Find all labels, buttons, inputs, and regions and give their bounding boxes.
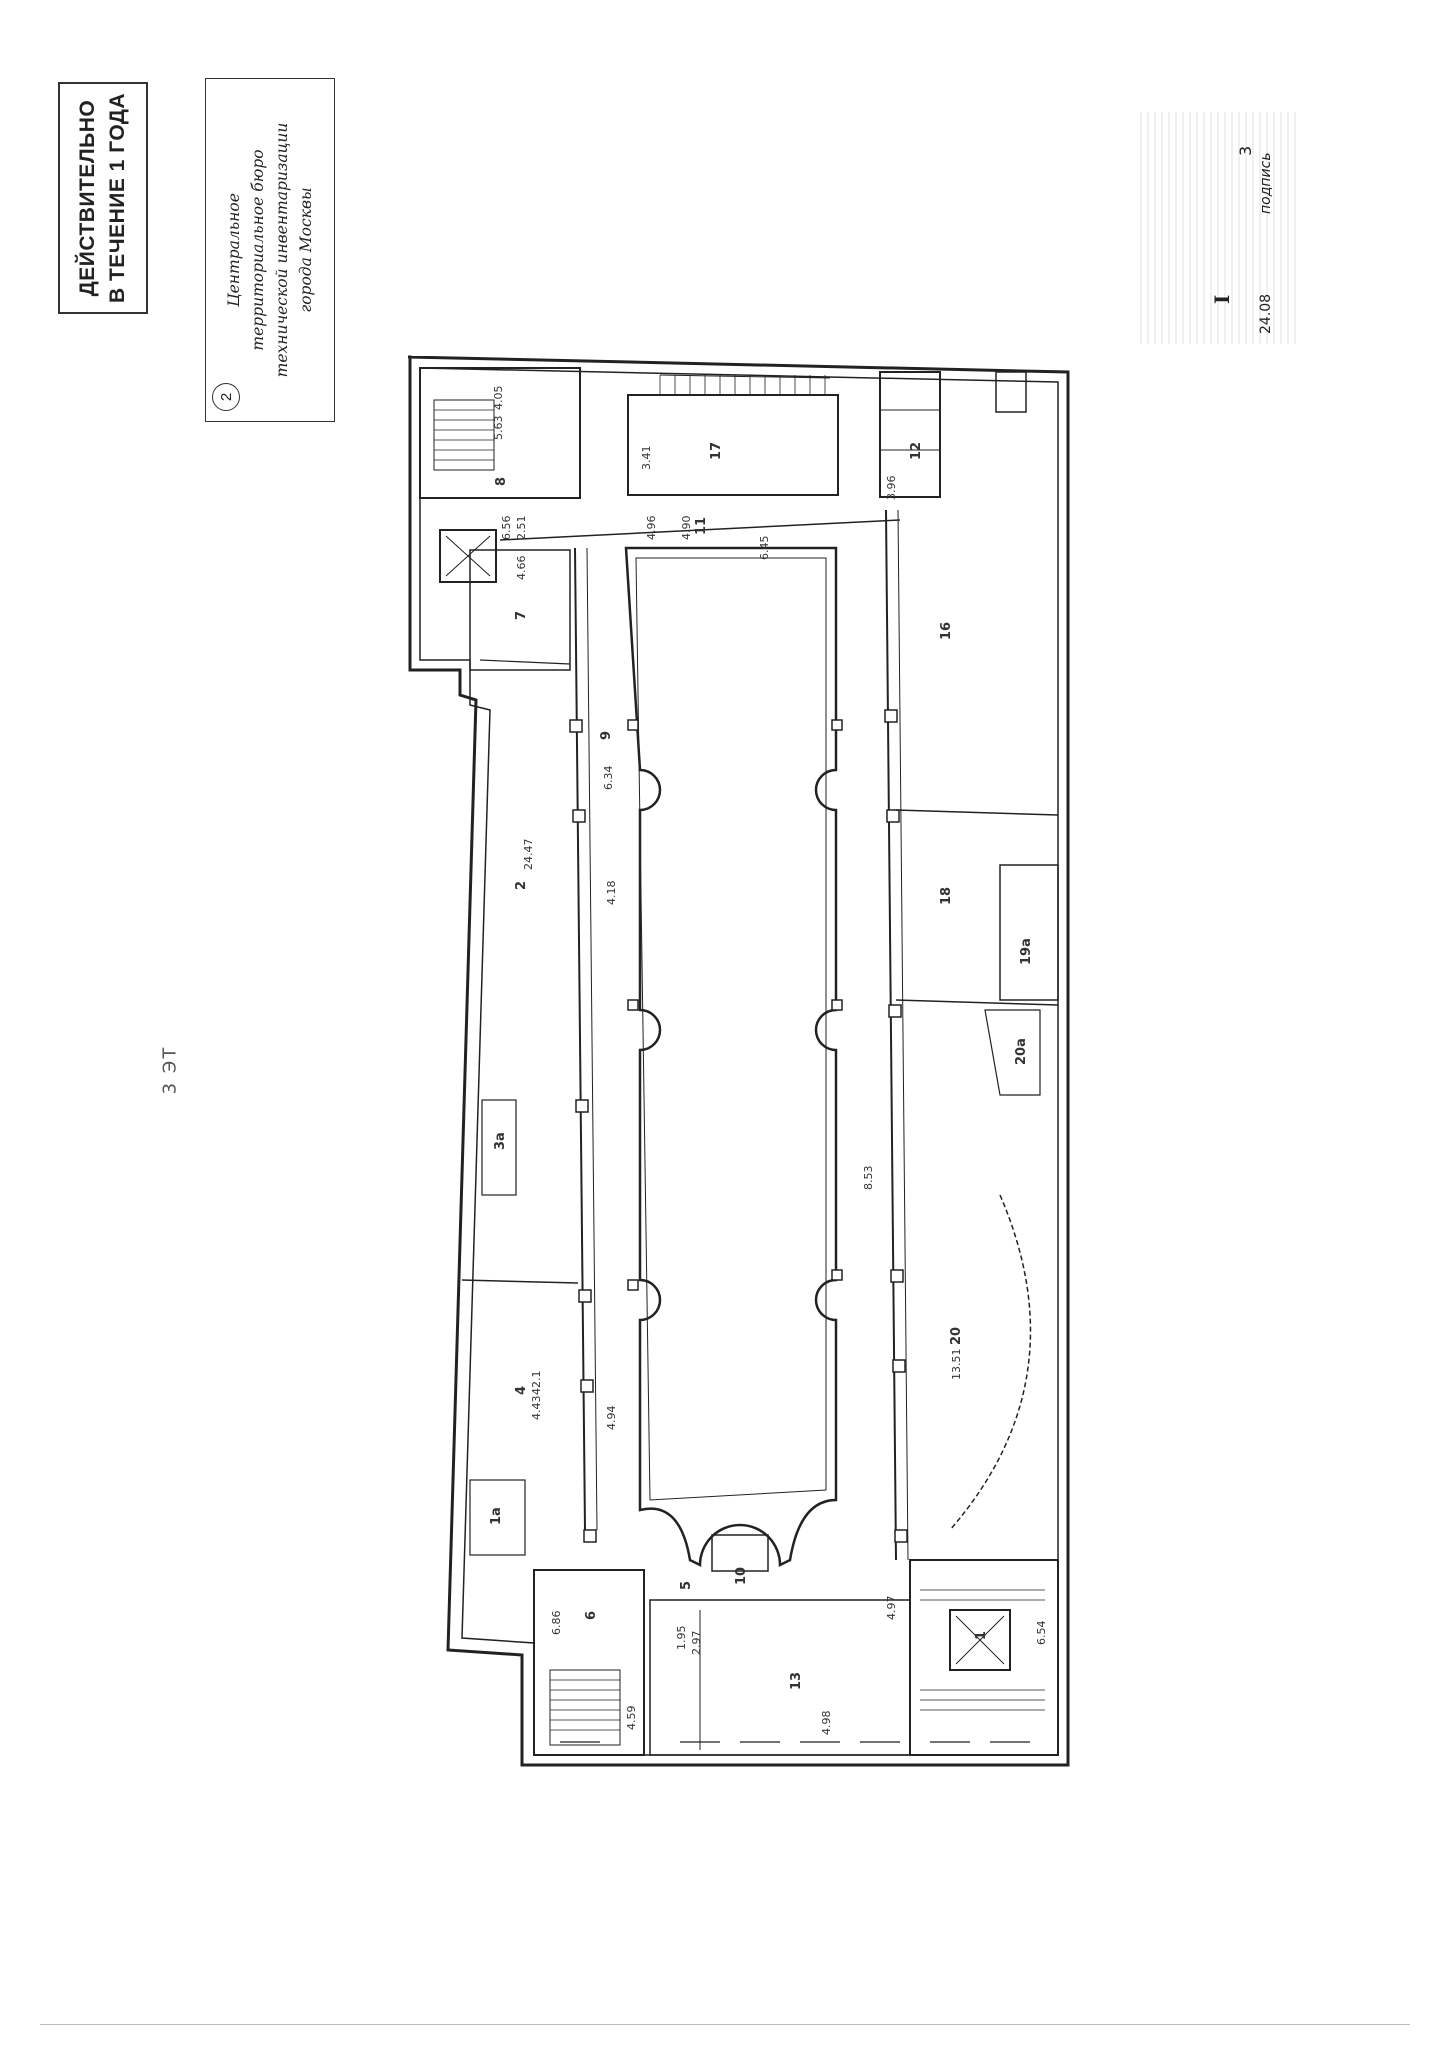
dim-16: 4.94 (605, 1406, 618, 1431)
dim-12: 6.56 (500, 516, 513, 541)
stair-8 (433, 399, 495, 471)
room-label-20: 20 (949, 1327, 964, 1345)
bureau-stamp: Центральное территориальное бюро техниче… (205, 78, 335, 422)
corridor-wall-left (574, 547, 586, 1531)
room-label-6: 6 (584, 1611, 599, 1620)
room-label-17: 17 (709, 442, 724, 460)
dim-10: 5.63 (492, 416, 505, 441)
wall-16-18 (895, 809, 1059, 816)
room-block-6 (533, 1569, 645, 1756)
elevator-bottom (949, 1609, 1011, 1671)
dim-19: 4.98 (820, 1711, 833, 1736)
room-label-1: 1 (974, 1631, 989, 1640)
dim-9: 4.05 (492, 386, 505, 411)
outer-wall (407, 355, 1070, 1767)
room-label-3a: 3а (493, 1132, 508, 1150)
dim-22: 1.95 (675, 1626, 688, 1651)
room-block-right-top (879, 371, 941, 498)
dim-4: 4.18 (605, 881, 618, 906)
room-label-1a: 1а (489, 1507, 504, 1525)
stairs-top (659, 375, 826, 395)
dim-2: 6.34 (602, 766, 615, 791)
validity-stamp: ДЕЙСТВИТЕЛЬНО В ТЕЧЕНИЕ 1 ГОДА (58, 82, 148, 314)
room-label-15: 13 (789, 1672, 804, 1690)
room-label-13: 12 (909, 442, 924, 460)
room-15 (649, 1599, 911, 1756)
atrium-niche (711, 1534, 769, 1572)
corridor-wall-right (885, 509, 897, 1561)
room-area-4: 42.1 (530, 1371, 543, 1396)
room-label-7: 7 (514, 611, 529, 620)
dim-3: 24.47 (522, 839, 535, 871)
room-20-arc (949, 1194, 1032, 1531)
corridor-wall-left-2 (586, 547, 598, 1531)
corridor-top (499, 519, 901, 541)
room-20a (984, 1009, 1041, 1096)
room-block-17 (627, 394, 839, 496)
dim-13: 3.96 (885, 476, 898, 501)
room-labels: 8 7 9 2 3а 4 42.1 1а 6 5 13 1 20 20а 18 … (489, 442, 1034, 1690)
wall-left-1 (479, 659, 571, 665)
room-label-16: 16 (939, 622, 954, 640)
dim-24: 13.51 (950, 1349, 963, 1381)
dim-21: 2.97 (690, 1631, 703, 1656)
room-label-8: 8 (494, 477, 509, 486)
dim-11: 2.51 (515, 516, 528, 541)
page-bottom-rule (40, 2024, 1410, 2025)
dim-17: 6.86 (550, 1611, 563, 1636)
room-label-19a: 19а (1019, 938, 1034, 965)
dim-5: 3.41 (640, 446, 653, 471)
atrium (624, 546, 838, 1568)
wall-left-2 (461, 1279, 579, 1284)
room-1a (469, 1479, 526, 1556)
dim-23: 8.53 (862, 1166, 875, 1191)
room-label-20a: 20а (1014, 1038, 1029, 1065)
dim-6: 6.45 (758, 536, 771, 561)
wall-18-20 (895, 999, 1059, 1006)
dim-20: 4.97 (885, 1596, 898, 1621)
room-block-8 (419, 367, 581, 499)
dimension-labels: 4.66 6.34 24.47 4.18 3.41 6.45 4.96 4.90… (492, 386, 1048, 1736)
room-3a (481, 1099, 517, 1196)
atrium-inner (635, 557, 827, 1501)
corridor-wall-right-2 (897, 509, 909, 1561)
sheet-stamp: I 24.08 подпись 3 (1140, 112, 1300, 344)
room-label-18: 18 (939, 887, 954, 905)
room-7 (469, 549, 571, 671)
room-label-4: 4 (514, 1386, 529, 1395)
room-17-stairs (659, 374, 831, 379)
room-label-10: 10 (734, 1567, 749, 1585)
room-label-2: 2 (514, 881, 529, 890)
elevator-top (439, 529, 497, 583)
room-label-11: 11 (694, 517, 709, 535)
dim-14: 4.59 (625, 1706, 638, 1731)
room-block-1 (909, 1559, 1059, 1756)
dim-18: 6.54 (1035, 1621, 1048, 1646)
inner-wall (419, 367, 1059, 1756)
room-label-5: 5 (679, 1581, 694, 1590)
room-label-9: 9 (599, 731, 614, 740)
columns (569, 709, 908, 1543)
dim-1: 4.66 (515, 556, 528, 581)
dim-8: 4.90 (680, 516, 693, 541)
dim-15: 4.43 (530, 1396, 543, 1421)
dim-7: 4.96 (645, 516, 658, 541)
stamp-texture (1140, 112, 1300, 344)
room-19a (999, 864, 1059, 1001)
